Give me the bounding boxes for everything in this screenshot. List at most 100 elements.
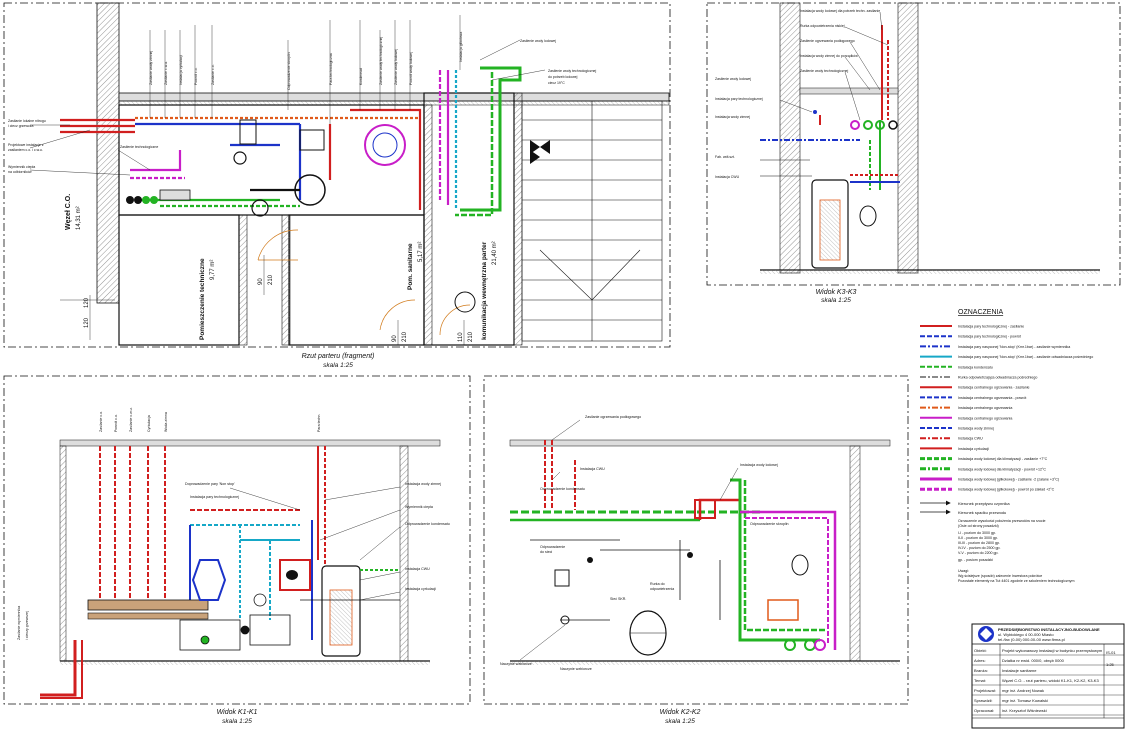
k3-note: Zasilenie ogrzewania podłogowego xyxy=(800,39,855,43)
legend-row: Instalacja cyrkulacji xyxy=(920,447,989,451)
k1-note: Wymiennik ciepła xyxy=(405,505,433,509)
svg-text:Zasilenie technologiczne: Zasilenie technologiczne xyxy=(120,145,158,149)
legend: OZNACZENIA Instalacja pary technologiczn… xyxy=(920,309,1093,583)
dim-label: 90 xyxy=(258,278,264,285)
legend-label: Instalacja pary technologicznej - zasila… xyxy=(958,325,1024,329)
legend-arrow-label: Kierunek spadku przewodu xyxy=(958,510,1006,515)
legend-row: Instalacja pary technologicznej - zasila… xyxy=(920,325,1024,329)
svg-text:Cyrkulacja: Cyrkulacja xyxy=(147,415,151,432)
room-wezel-area: 14,31 m² xyxy=(76,206,82,230)
k2-title: Widok K2-K2 xyxy=(660,709,701,716)
plan-leader-lines xyxy=(29,15,546,176)
title-block-key: Branża: xyxy=(974,668,988,673)
legend-row: Rurka odpowietrzająca odwadniacza pośred… xyxy=(920,376,1037,380)
k3-frame xyxy=(706,2,1121,286)
k1-note: Instalacja wody zimnej xyxy=(405,482,441,486)
k1-manifold xyxy=(87,599,209,611)
dim-label: 110 xyxy=(458,332,464,342)
company-logo-icon xyxy=(978,626,994,642)
svg-text:odpowietrzenia: odpowietrzenia xyxy=(650,587,674,591)
k3-note: Instalacja wody zimnej do porządków xyxy=(800,54,858,58)
svg-text:Zasilanie wody zimnej: Zasilanie wody zimnej xyxy=(149,51,153,85)
dim-label: 90 xyxy=(392,335,398,342)
svg-text:zasilaniem c.o. i c.w.u.: zasilaniem c.o. i c.w.u. xyxy=(8,148,43,152)
legend-arrow-label: Kierunek przepływu czynnika xyxy=(958,501,1010,506)
k2-note: Instalacja wody lodowej xyxy=(740,463,778,467)
svg-text:Powrót c.o.: Powrót c.o. xyxy=(114,414,118,432)
legend-note: gp. - posiom posadzki xyxy=(958,558,993,562)
legend-label: Instalacja wody lodowej dla klimatyzacji… xyxy=(958,457,1048,461)
k1-note: Instalacja pary technologicznej xyxy=(190,495,239,499)
k1-title: Widok K1-K1 xyxy=(217,709,258,716)
legend-label: Instalacja pary nasyconej 'Non-stop' (Km… xyxy=(958,355,1093,359)
k1-frame xyxy=(3,375,471,705)
view-k3: Instalacja wody lodowej dla potrzeb tech… xyxy=(706,2,1121,304)
legend-remark: Pozostałe elementy na Tut 4401 zgodnie z… xyxy=(958,579,1074,583)
drain-symbol xyxy=(454,291,476,313)
title-block-rows: Obiekt:Projekt wykonawczy instalacji w b… xyxy=(972,648,1124,716)
plan-view: Zasilanie wody zimnej Zasilanie c.w.u. I… xyxy=(3,2,671,369)
view-k2: Zasilanie ogrzewania podłogowego Instala… xyxy=(483,375,909,725)
svg-text:Zasilanie c.w.u.: Zasilanie c.w.u. xyxy=(164,61,168,85)
k1-scale: skala 1:25 xyxy=(222,718,252,725)
legend-row: Instalacja pary technologicznej - powrót xyxy=(920,335,1021,339)
title-block: PRZEDSIĘBIORSTWO INSTALACYJNO-BUDOWLANE … xyxy=(971,623,1125,729)
svg-text:na odbiorników: na odbiorników xyxy=(8,170,32,174)
svg-text:Zasilanie c.o.: Zasilanie c.o. xyxy=(211,64,215,85)
k2-note: Odprowadzenie skroplin xyxy=(750,522,789,526)
title-block-key: Sprawdził: xyxy=(974,698,992,703)
svg-text:i ciecz grzewcza: i ciecz grzewcza xyxy=(8,124,34,128)
svg-text:Odprowadzenie skroplin: Odprowadzenie skroplin xyxy=(287,52,291,90)
title-block-value: Węzeł C.O. - rzut parteru, widoki K1-K1,… xyxy=(1002,678,1099,683)
legend-label: Instalacja cyrkulacji xyxy=(958,447,989,451)
svg-text:Wymiennik ciepła: Wymiennik ciepła xyxy=(8,165,35,169)
room-techniczne-outline xyxy=(118,214,240,346)
k3-scale: skala 1:25 xyxy=(821,297,851,304)
title-block-key: Projektował: xyxy=(974,688,996,693)
tank-circle xyxy=(364,124,406,166)
svg-text:Instalacja CWU: Instalacja CWU xyxy=(580,467,605,471)
legend-label: Instalacja wody lodowej (glikolowej) - z… xyxy=(958,478,1059,482)
svg-text:Zasilenie wody lodowej: Zasilenie wody lodowej xyxy=(394,49,398,85)
legend-row: Instalacja centralnego ogrzewania xyxy=(920,406,1012,410)
svg-text:Para techn.: Para techn. xyxy=(317,414,321,432)
svg-text:Powrót c.o.: Powrót c.o. xyxy=(194,67,198,85)
title-block-key: Adres: xyxy=(974,658,986,663)
title-block-key: Obiekt: xyxy=(974,648,987,653)
plan-side-notes: Zasilanie lokalne nitrogu i ciecz grzewc… xyxy=(8,39,596,174)
legend-note: I-I - poziom do 3000 gp. xyxy=(958,531,996,535)
svg-text:Instalacja wody zimnej: Instalacja wody zimnej xyxy=(715,115,750,119)
title-block-value: mgr inż. Tomasz Kowalski xyxy=(1002,698,1048,703)
legend-note: Oznaczenie wysokości położenia przewodów… xyxy=(958,519,1046,523)
k1-note: Doprowadzenie pary 'Non stop' xyxy=(185,482,235,486)
sheet-number: IS-01 xyxy=(1106,650,1116,655)
plan-vertical-notes: Zasilanie wody zimnej Zasilanie c.w.u. I… xyxy=(149,32,463,90)
plan-equipment xyxy=(126,119,476,313)
title-block-value: mgr inż. Andrzej Nowak xyxy=(1002,688,1044,693)
k1-note: Instalacja CWU xyxy=(405,567,430,571)
svg-text:Zasilenie wody technologicznej: Zasilenie wody technologicznej xyxy=(548,69,596,73)
legend-row: Instalacja wody zimnej xyxy=(920,427,994,431)
legend-note: IV-IV - poziom do 2500 gp. xyxy=(958,546,1001,550)
staircase xyxy=(521,100,663,342)
legend-label: Instalacja centralnego ogrzewania xyxy=(958,416,1012,420)
legend-row: Instalacja centralnego ogrzewania - powr… xyxy=(920,396,1026,400)
valve-symbols xyxy=(530,140,550,164)
legend-row: Instalacja pary nasyconej 'Non-stop' (Km… xyxy=(920,355,1093,359)
plan-title: Rzut parteru (fragment) xyxy=(302,353,375,360)
svg-text:Instalacja pary technologiczne: Instalacja pary technologicznej xyxy=(715,97,763,101)
dim-label: 120 xyxy=(84,317,90,328)
legend-row: Instalacja wody lodowej (glikolowej) - z… xyxy=(920,477,1059,482)
k1-notes: Zasilanie c.o. Powrót c.o. Zasilanie c.w… xyxy=(17,407,450,640)
svg-text:Zasilanie lokalne nitrogu: Zasilanie lokalne nitrogu xyxy=(8,119,46,123)
company-name: PRZEDSIĘBIORSTWO INSTALACYJNO-BUDOWLANE xyxy=(998,627,1100,632)
legend-label: Instalacja wody lodowej (glikolowej) - p… xyxy=(958,488,1055,492)
svg-text:Zasilanie c.o.: Zasilanie c.o. xyxy=(99,411,103,432)
legend-row: Instalacja wody lodowej dla klimatyzacji… xyxy=(920,457,1048,461)
room-wezel-name: Węzeł C.O. xyxy=(65,194,72,230)
dim-label: 210 xyxy=(468,331,474,342)
legend-label: Instalacja centralnego ogrzewania - zasi… xyxy=(958,386,1030,390)
k1-hot-water-tank xyxy=(321,565,361,657)
svg-text:Woda zimna: Woda zimna xyxy=(164,412,168,432)
svg-text:do sieci: do sieci xyxy=(540,550,552,554)
